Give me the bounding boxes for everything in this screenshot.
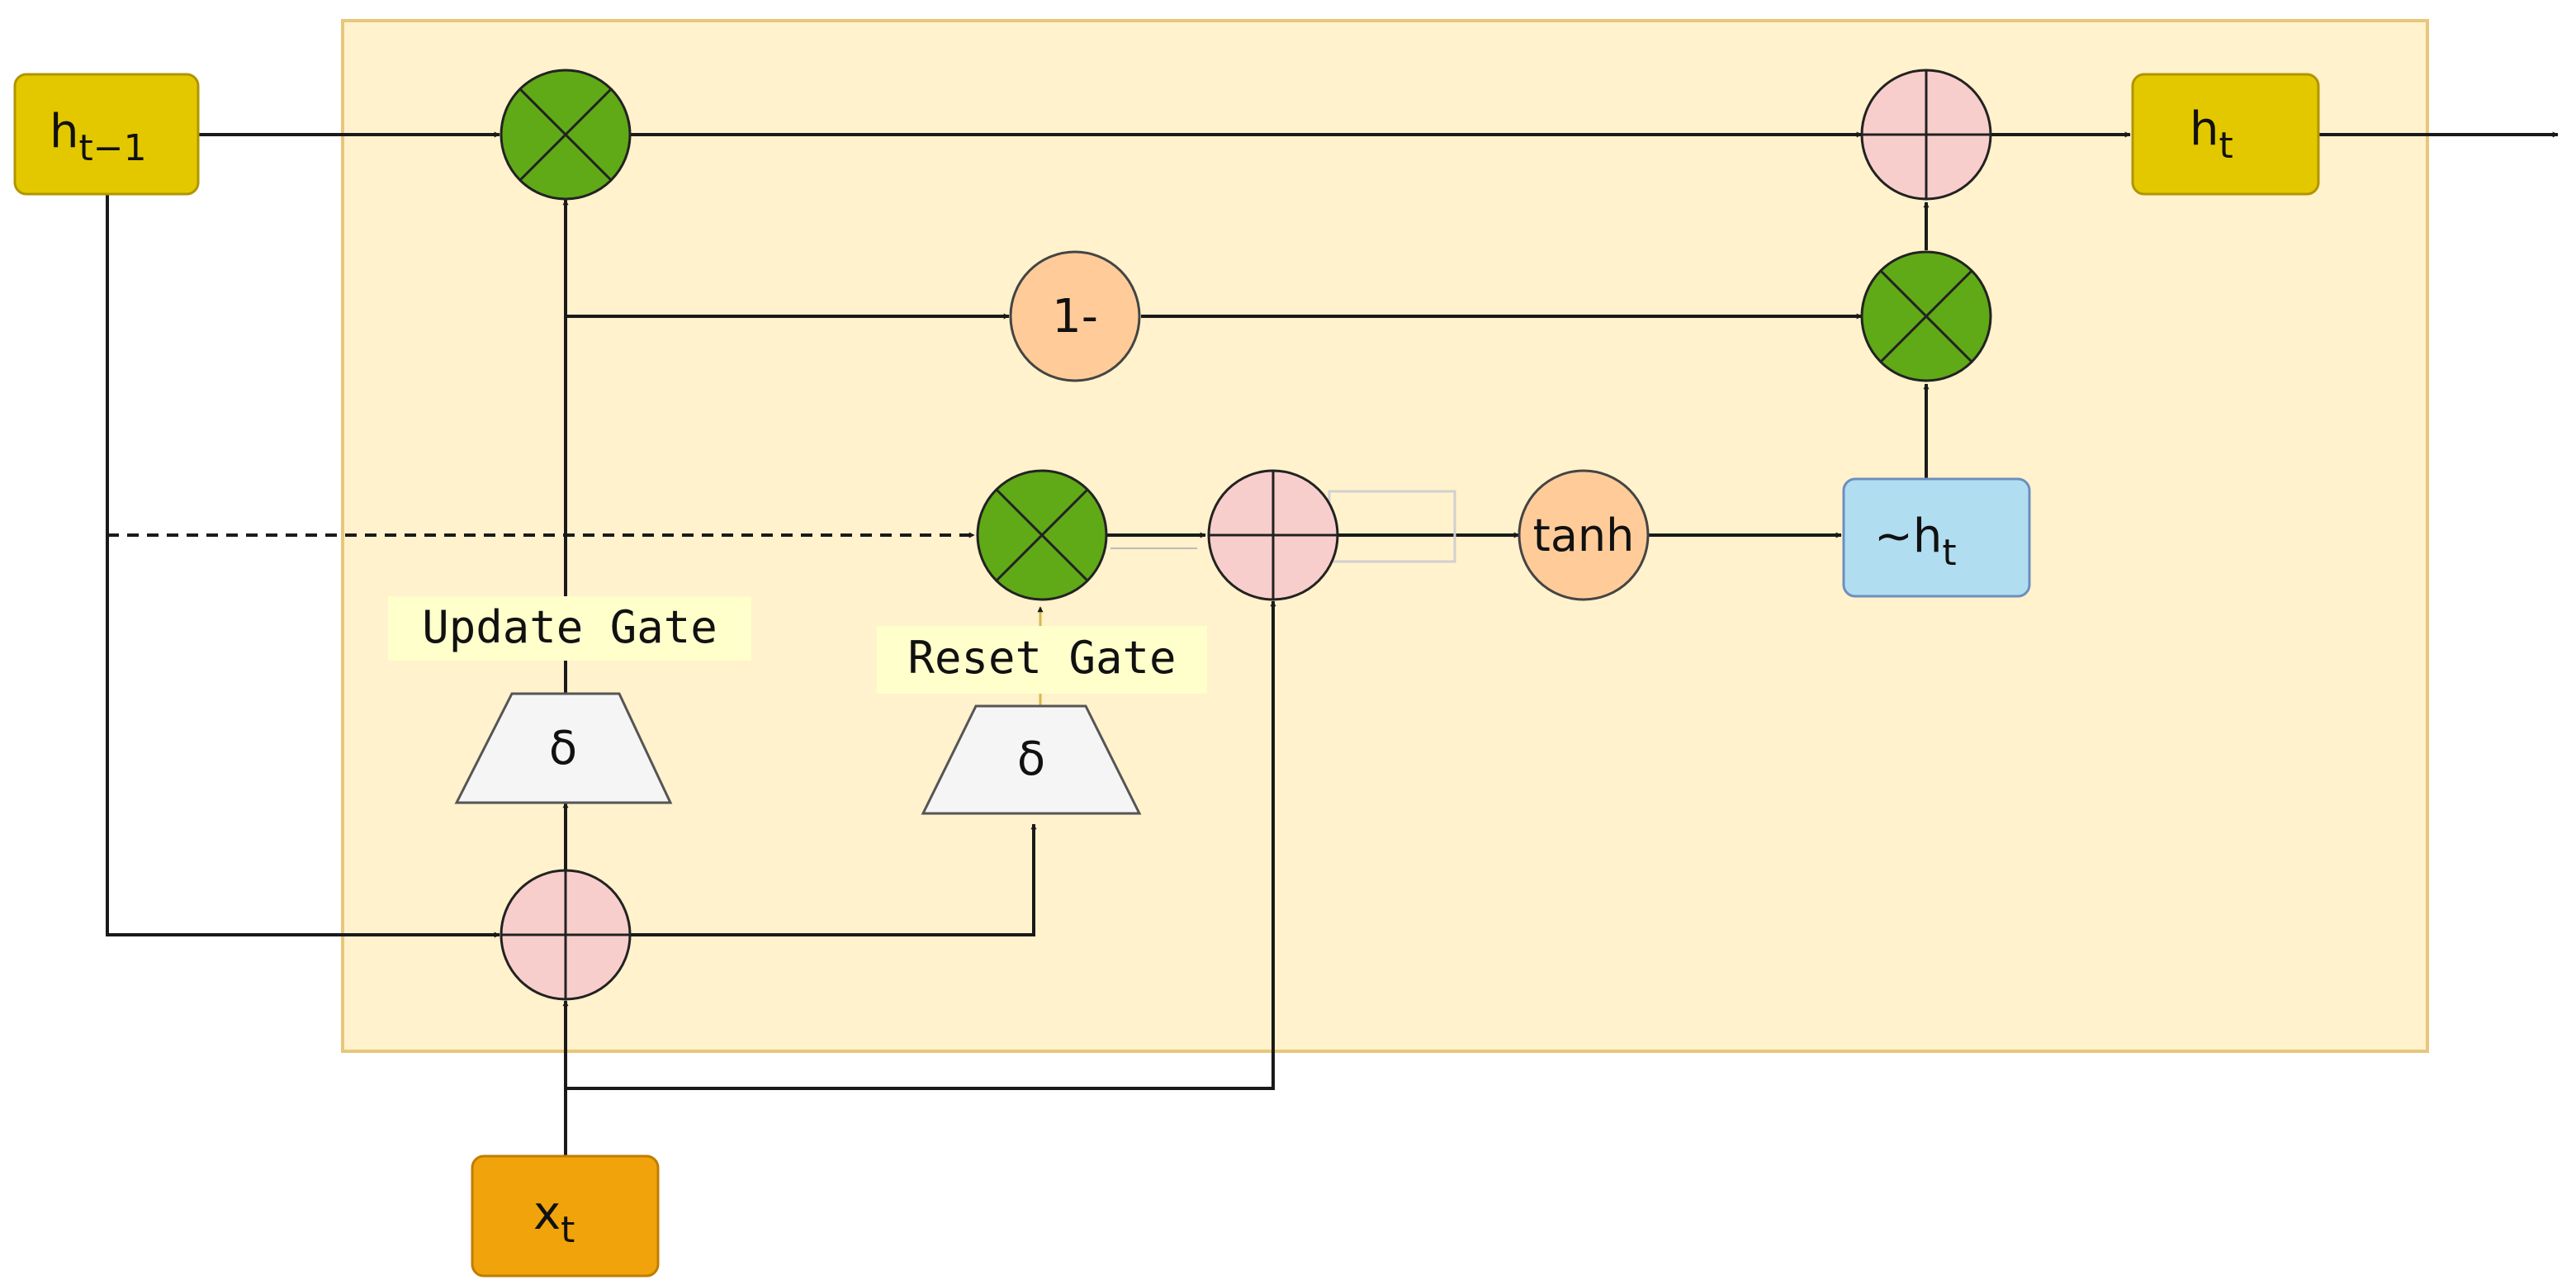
reset-gate-label: Reset Gate: [907, 632, 1176, 684]
svg-text:xt: xt: [533, 1187, 575, 1251]
svg-text:~ht: ~ht: [1874, 510, 1957, 574]
tanh-label: tanh: [1533, 510, 1635, 562]
multiply-node-right: [1860, 250, 1992, 382]
input-x-t: xt: [471, 1154, 660, 1278]
x-t-sub: t: [561, 1209, 575, 1251]
svg-text:ht−1: ht−1: [50, 105, 147, 169]
add-node-top: [1860, 69, 1992, 201]
wire-hprev-to-add-bottom: [106, 194, 500, 938]
multiply-node-reset: [976, 469, 1108, 601]
candidate-h-t: ~ht: [1842, 477, 2031, 598]
candidate-base: h: [1913, 510, 1943, 563]
wire-xt-to-add-mid: [566, 600, 1276, 1090]
h-t-sub: t: [2219, 125, 2233, 167]
h-prev-sub: t−1: [79, 127, 147, 169]
update-gate-label-group: Update Gate: [388, 596, 751, 661]
one-minus-label: 1-: [1052, 290, 1098, 344]
tanh-node: tanh: [1518, 469, 1650, 601]
one-minus-node: 1-: [1009, 250, 1141, 382]
add-node-bottom: [500, 869, 632, 1001]
svg-text:ht: ht: [2190, 102, 2233, 167]
wire-add-bottom-to-sigma-reset: [629, 823, 1037, 936]
sigma-update-gate: δ: [454, 692, 673, 804]
sigma-reset-gate: δ: [921, 704, 1142, 815]
input-h-prev: ht−1: [13, 73, 200, 196]
output-h-t: ht: [2131, 73, 2320, 196]
candidate-prefix: ~: [1874, 510, 1913, 563]
connections: [106, 131, 2559, 1156]
update-gate-label: Update Gate: [422, 601, 717, 653]
reset-gate-label-group: Reset Gate: [877, 626, 1207, 694]
add-node-mid: [1207, 469, 1339, 601]
candidate-sub: t: [1942, 532, 1956, 574]
h-prev-base: h: [50, 105, 79, 159]
h-t-base: h: [2190, 102, 2219, 156]
sigma-update-label: δ: [549, 722, 577, 775]
multiply-node-top: [500, 69, 632, 201]
x-t-base: x: [533, 1187, 561, 1240]
sigma-reset-label: δ: [1017, 732, 1045, 786]
